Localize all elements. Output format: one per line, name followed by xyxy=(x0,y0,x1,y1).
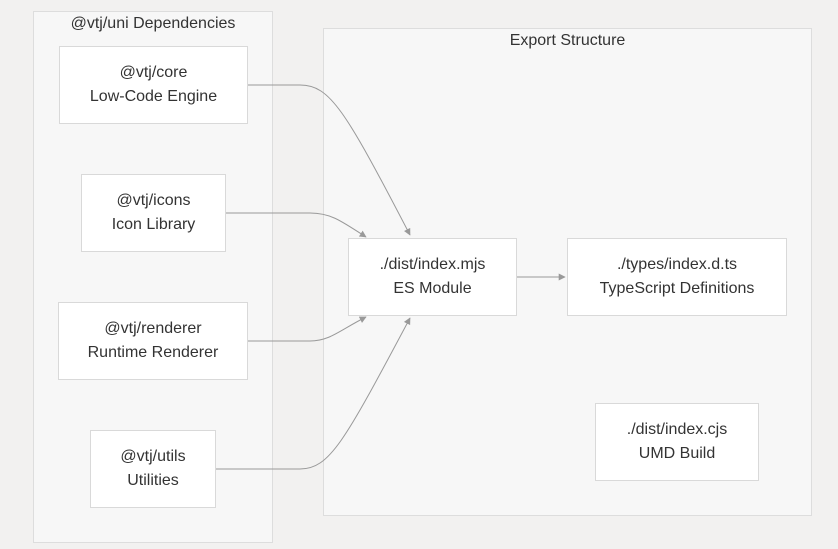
node-vtj-renderer-name: @vtj/renderer xyxy=(104,320,202,337)
node-vtj-core[interactable]: @vtj/core Low-Code Engine xyxy=(59,46,248,124)
node-types-index-dts[interactable]: ./types/index.d.ts TypeScript Definition… xyxy=(567,238,787,316)
node-vtj-utils[interactable]: @vtj/utils Utilities xyxy=(90,430,216,508)
node-vtj-icons-desc: Icon Library xyxy=(111,216,196,233)
node-vtj-icons[interactable]: @vtj/icons Icon Library xyxy=(81,174,226,252)
node-dist-index-mjs-desc: ES Module xyxy=(393,280,472,297)
node-dist-index-cjs[interactable]: ./dist/index.cjs UMD Build xyxy=(595,403,759,481)
node-dist-index-cjs-desc: UMD Build xyxy=(638,445,716,462)
node-dist-index-cjs-path: ./dist/index.cjs xyxy=(626,421,728,438)
node-vtj-utils-name: @vtj/utils xyxy=(120,448,186,465)
node-vtj-core-desc: Low-Code Engine xyxy=(89,88,218,105)
node-vtj-renderer-desc: Runtime Renderer xyxy=(87,344,219,361)
node-vtj-core-name: @vtj/core xyxy=(119,64,188,81)
node-dist-index-mjs[interactable]: ./dist/index.mjs ES Module xyxy=(348,238,517,316)
node-vtj-utils-desc: Utilities xyxy=(127,472,179,489)
node-vtj-icons-name: @vtj/icons xyxy=(116,192,191,209)
node-types-index-dts-desc: TypeScript Definitions xyxy=(599,280,755,297)
cluster-dependencies-title: @vtj/uni Dependencies xyxy=(70,15,236,32)
node-dist-index-mjs-path: ./dist/index.mjs xyxy=(379,256,486,273)
node-types-index-dts-path: ./types/index.d.ts xyxy=(616,256,738,273)
node-vtj-renderer[interactable]: @vtj/renderer Runtime Renderer xyxy=(58,302,248,380)
cluster-export-structure-title: Export Structure xyxy=(509,32,626,49)
